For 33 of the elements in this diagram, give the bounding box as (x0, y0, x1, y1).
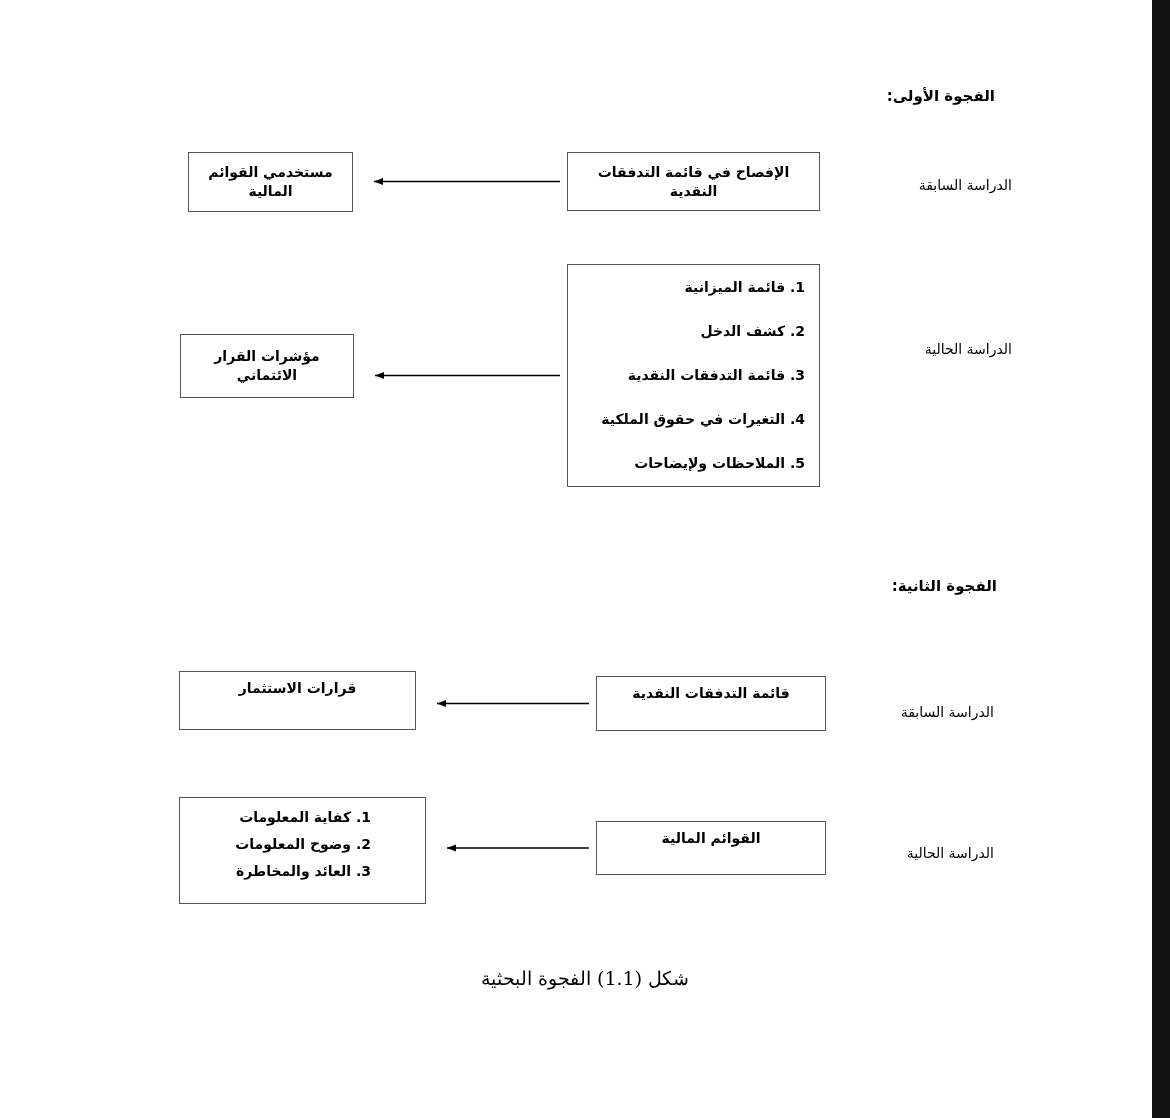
process-box (180, 334, 354, 398)
process-box (567, 152, 820, 211)
row-label: الدراسة السابقة (900, 703, 994, 722)
list-item: 3. العائد والمخاطرة (235, 862, 371, 882)
box-text: قرارات الاستثمار (238, 679, 357, 698)
section-heading: الفجوة الثانية: (891, 576, 997, 596)
arrow (373, 177, 561, 186)
list-item: 2. وضوح المعلومات (235, 835, 371, 855)
section-heading: الفجوة الأولى: (886, 86, 995, 106)
box-text: مؤشرات القرار الائتماني (212, 347, 321, 385)
process-box (188, 152, 353, 212)
arrow (446, 844, 590, 852)
box-text: مستخدمي القوائم المالية (207, 163, 334, 201)
list-item: 2. كشف الدخل (700, 322, 805, 341)
list-box (567, 264, 820, 487)
list-item: 1. كفاية المعلومات (239, 808, 371, 828)
box-text: الإفصاح في قائمة التدفقات النقدية (596, 162, 791, 201)
list-item: 3. قائمة التدفقات النقدية (627, 366, 805, 385)
arrow (374, 371, 561, 380)
list-box (179, 797, 426, 904)
box-text: قائمة التدفقات النقدية (632, 684, 790, 703)
list-item: 4. التغيرات في حقوق الملكية (601, 410, 805, 430)
process-box (179, 671, 416, 730)
arrow (436, 699, 590, 708)
list-item: 5. الملاحظات ولإيضاحات (634, 454, 805, 474)
row-label: الدراسة السابقة (918, 176, 1012, 195)
row-label: الدراسة الحالية (924, 340, 1012, 359)
figure-caption: شكل (1.1) الفجوة البحثية (479, 966, 691, 992)
process-box (596, 676, 826, 731)
process-box (596, 821, 826, 875)
row-label: الدراسة الحالية (906, 844, 994, 863)
box-text: القوائم المالية (661, 829, 761, 848)
list-item: 1. قائمة الميزانية (684, 278, 805, 298)
